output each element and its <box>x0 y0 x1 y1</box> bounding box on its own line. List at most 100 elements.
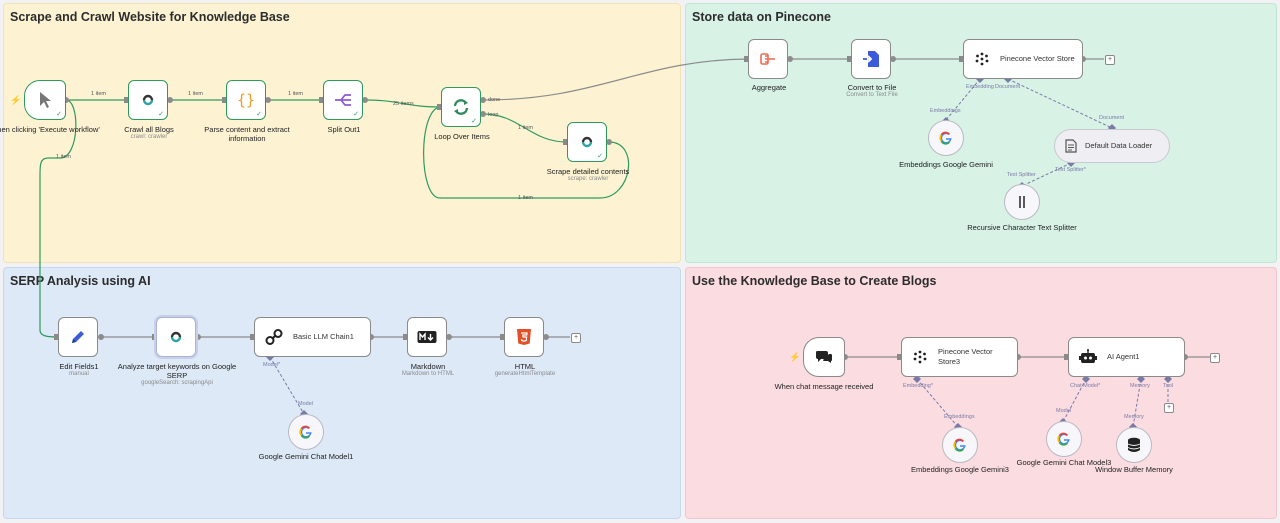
wire-label-loop: loop <box>488 112 499 118</box>
port-label: Document <box>1099 115 1125 121</box>
wire-label: 25 items <box>393 101 414 107</box>
node-label: Basic LLM Chain1 <box>293 332 354 341</box>
node-label: Scrape detailed contents <box>546 167 630 176</box>
node-label: Convert to File <box>847 83 897 92</box>
port-label: Text Splitter* <box>1055 167 1086 173</box>
port-label: Embeddings <box>930 108 961 114</box>
chat-bubbles-icon <box>816 351 832 363</box>
node-label: Split Out1 <box>327 125 361 134</box>
scraper-logo-icon <box>170 331 182 343</box>
node-label: Edit Fields1 <box>59 362 99 371</box>
embeddings-gemini3-node[interactable] <box>942 427 978 463</box>
section-create-blogs: Use the Knowledge Base to Create Blogs <box>685 267 1277 519</box>
google-g-icon <box>1057 432 1070 446</box>
pinecone-vector-store3-node[interactable]: Pinecone Vector Store3 <box>901 337 1018 377</box>
chat-trigger-node[interactable] <box>803 337 845 377</box>
pencil-icon <box>72 331 84 343</box>
add-tool-button[interactable]: + <box>1164 403 1174 413</box>
google-g-icon <box>953 438 966 452</box>
node-subtitle: manual <box>69 371 89 377</box>
split-out-icon <box>335 94 351 106</box>
scraper-logo-icon <box>142 94 154 106</box>
node-label: Loop Over Items <box>434 132 490 141</box>
port-label: Model <box>1056 408 1071 414</box>
splitter-bars-icon <box>1019 196 1025 208</box>
ai-agent-node[interactable]: AI Agent1 <box>1068 337 1185 377</box>
node-label: Analyze target keywords on Google SERP <box>117 362 237 380</box>
chain-link-icon <box>265 329 283 345</box>
basic-llm-chain-node[interactable]: Basic LLM Chain1 <box>254 317 371 357</box>
edit-fields-node[interactable] <box>58 317 98 357</box>
embeddings-gemini-node[interactable] <box>928 120 964 156</box>
node-label: When chat message received <box>774 382 874 391</box>
add-node-button[interactable]: + <box>1210 353 1220 363</box>
node-label: Google Gemini Chat Model1 <box>258 452 354 461</box>
refresh-arrows-icon <box>453 99 469 115</box>
loop-over-items-node[interactable]: ✓ <box>441 87 481 127</box>
node-label: HTML <box>514 362 536 371</box>
section-title: SERP Analysis using AI <box>10 274 151 288</box>
split-out-node[interactable]: ✓ <box>323 80 363 120</box>
convert-to-file-node[interactable] <box>851 39 891 79</box>
node-subtitle: scrape: crawler <box>567 176 609 182</box>
node-label: Embeddings Google Gemini3 <box>911 465 1009 474</box>
manual-trigger-node[interactable]: ✓ <box>24 80 66 120</box>
section-title: Use the Knowledge Base to Create Blogs <box>692 274 937 288</box>
node-label: Window Buffer Memory <box>1095 465 1173 474</box>
wire-label: 1 item <box>518 195 533 201</box>
add-node-button[interactable]: + <box>571 333 581 343</box>
node-subtitle: Markdown to HTML <box>401 371 455 377</box>
node-label: Pinecone Vector Store3 <box>938 347 993 366</box>
bolt-icon: ⚡ <box>10 95 22 105</box>
html5-icon <box>517 329 531 345</box>
node-label: Recursive Character Text Splitter <box>967 223 1077 232</box>
wire-label: 1 item <box>188 91 203 97</box>
pinecone-logo-icon <box>913 350 927 364</box>
port-label: Model <box>298 401 313 407</box>
port-label: Document <box>995 84 1021 90</box>
port-label: Embedding <box>966 84 994 90</box>
text-splitter-node[interactable] <box>1004 184 1040 220</box>
node-subtitle: googleSearch: scrapingApi <box>141 380 213 386</box>
parse-content-node[interactable]: {} ✓ <box>226 80 266 120</box>
port-label: Chat Model* <box>1070 383 1101 389</box>
gemini-chat-model1-node[interactable] <box>288 414 324 450</box>
crawl-blogs-node[interactable]: ✓ <box>128 80 168 120</box>
google-g-icon <box>939 131 952 145</box>
markdown-icon <box>417 331 437 343</box>
node-label: Crawl all Blogs <box>124 125 174 134</box>
node-subtitle: generateHtmlTemplate <box>494 371 556 377</box>
node-label: Parse content and extract information <box>204 125 290 143</box>
node-label: Embeddings Google Gemini <box>899 160 993 169</box>
html-node[interactable] <box>504 317 544 357</box>
google-g-icon <box>299 425 312 439</box>
node-label: Markdown <box>410 362 446 371</box>
section-title: Store data on Pinecone <box>692 10 831 24</box>
node-label: Google Gemini Chat Model3 <box>1016 458 1112 467</box>
port-label: Tool <box>1163 383 1174 389</box>
robot-icon <box>1079 349 1097 363</box>
add-node-button[interactable]: + <box>1105 55 1115 65</box>
port-label: Embedding* <box>903 383 933 389</box>
section-title: Scrape and Crawl Website for Knowledge B… <box>10 10 290 24</box>
default-data-loader-node[interactable]: Default Data Loader <box>1054 129 1170 163</box>
pinecone-logo-icon <box>975 52 989 66</box>
markdown-node[interactable] <box>407 317 447 357</box>
aggregate-icon <box>760 53 775 65</box>
node-label: Pinecone Vector Store <box>1000 54 1075 63</box>
gemini-chat-model3-node[interactable] <box>1046 421 1082 457</box>
cursor-arrow-icon <box>40 92 51 108</box>
wire-label-done: done <box>488 97 501 103</box>
convert-file-icon <box>863 51 879 67</box>
pinecone-vector-store-node[interactable]: Pinecone Vector Store <box>963 39 1083 79</box>
window-buffer-memory-node[interactable] <box>1116 427 1152 463</box>
curly-braces-icon: {} <box>237 91 255 109</box>
port-label: Model* <box>263 362 281 368</box>
scraper-logo-icon <box>581 136 593 148</box>
scrape-detail-node[interactable]: ✓ <box>567 122 607 162</box>
analyze-serp-node[interactable] <box>156 317 196 357</box>
database-icon <box>1127 437 1141 452</box>
node-label: When clicking 'Execute workflow' <box>0 125 100 134</box>
node-subtitle: Convert to Text File <box>846 92 898 98</box>
aggregate-node[interactable] <box>748 39 788 79</box>
